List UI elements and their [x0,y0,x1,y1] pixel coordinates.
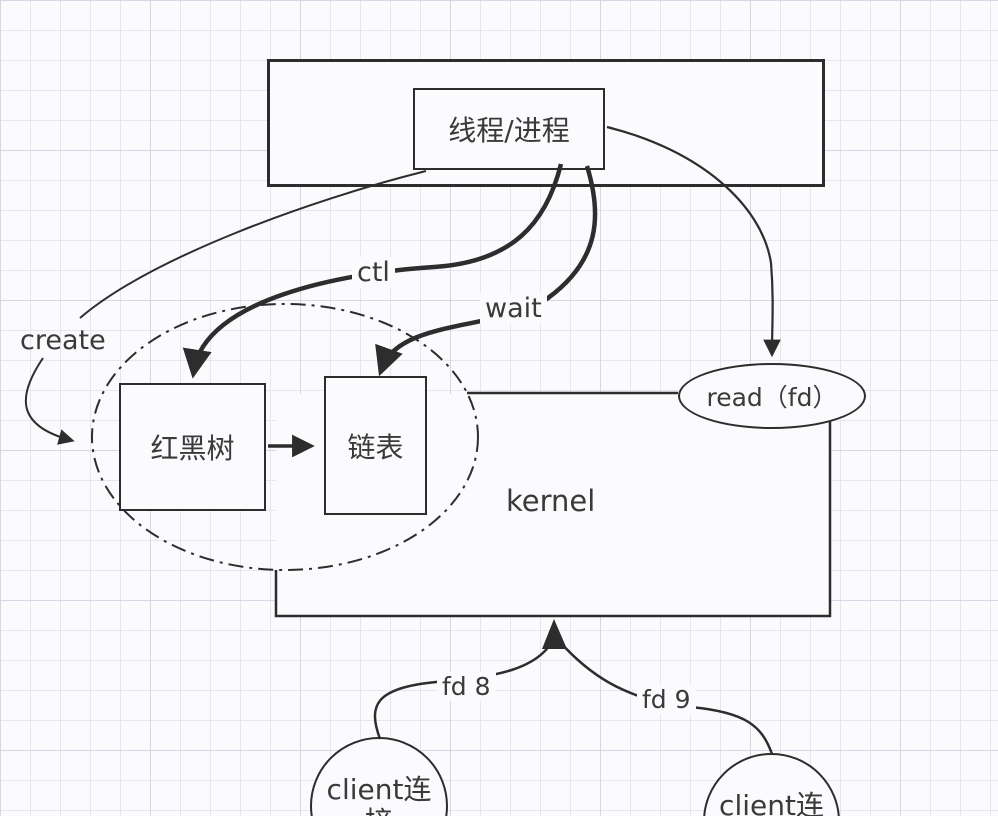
fd9-edge-label: fd 9 [637,685,696,714]
client-circle-right: client连 接 [703,753,840,816]
kernel-label: kernel [506,484,596,518]
create-arrow-path [24,357,75,445]
read-fd-label: read（fd） [706,383,838,412]
rbtree-label: 红黑树 [150,432,235,465]
read-fd-ellipse: read（fd） [678,363,866,429]
fd8-edge-label: fd 8 [437,672,496,701]
client-left-label-line2: 接 [365,806,393,816]
client-right-label-line1: client连 [719,788,824,816]
linked-list-box: 链表 [324,376,427,515]
rbtree-box: 红黑树 [119,383,266,511]
client-left-label-line1: client连 [326,773,432,806]
linked-list-label: 链表 [347,430,404,464]
fd-merge-arrowhead [542,619,567,649]
wait-edge-label: wait [480,293,547,324]
thread-process-box: 线程/进程 [413,88,605,170]
wait-edge-path [375,165,598,377]
thread-process-label: 线程/进程 [448,114,570,147]
ctl-edge-label: ctl [352,257,395,288]
create-edge-label: create [20,325,106,356]
create-line-path [79,170,427,319]
client-circle-left: client连 接 [310,737,448,816]
